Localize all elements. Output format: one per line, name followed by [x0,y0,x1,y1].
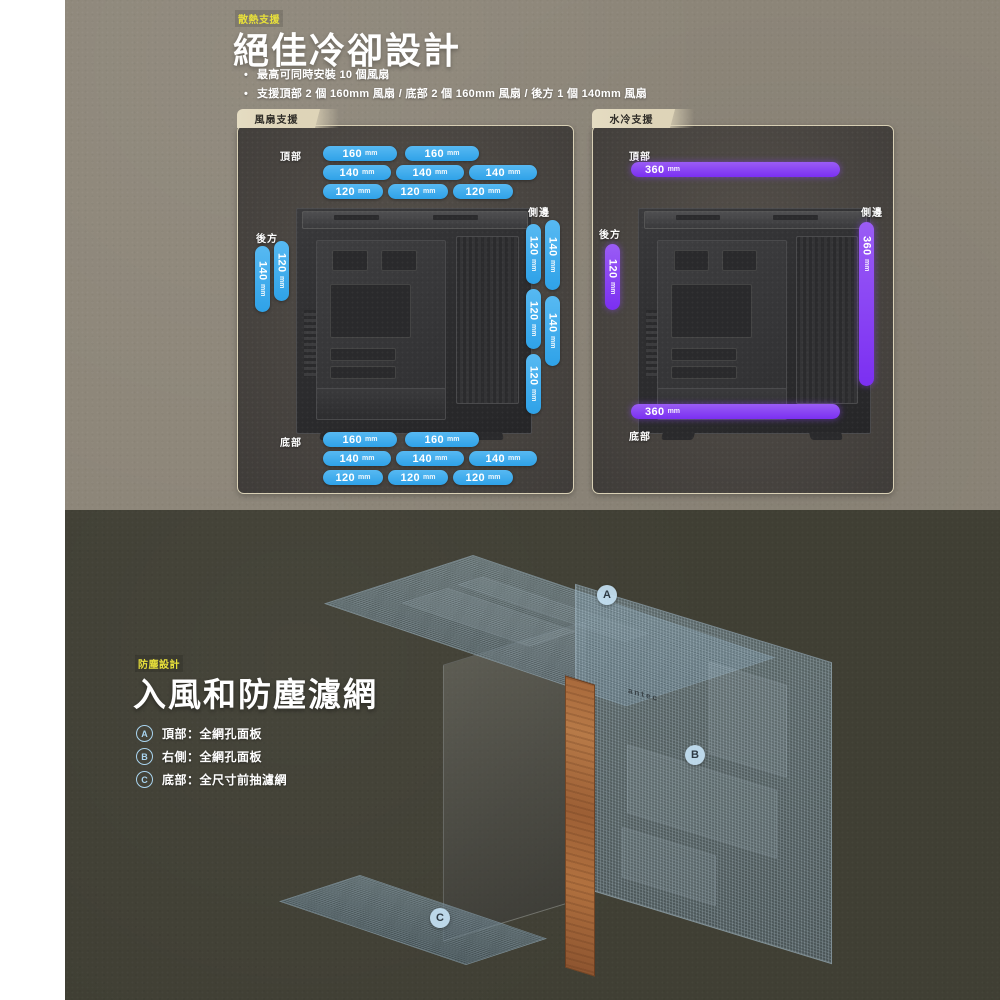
legend-mark-c: C [136,771,153,788]
case-side-chamber [456,235,520,404]
case-motherboard-tray [657,240,787,395]
liquid-label-top: 頂部 [629,152,651,163]
legend-text-c: 底部：全尺寸前抽濾網 [162,773,288,787]
fan-label-bottom: 底部 [280,438,302,449]
case-foot-right [808,432,844,440]
case-top-bar [301,211,529,229]
case-wood-front-panel [565,675,595,977]
case-mark-b: B [685,745,705,765]
dust-title: 入風和防塵濾網 [133,676,378,713]
cooling-bullet: 最高可同時安裝 10 個風扇 [244,66,647,85]
case-psu-shroud [315,388,447,420]
dust-legend-item: B 右側：全網孔面板 [136,745,287,768]
liquid-label-rear: 後方 [599,230,621,241]
legend-text-b: 右側：全網孔面板 [162,750,263,764]
liquid-cooling-tab: 水冷支援 [591,109,694,128]
fan-label-side: 側邊 [528,208,550,219]
fan-label-top: 頂部 [280,152,302,163]
case-illustration-fan [296,208,532,440]
fan-support-tab: 風扇支援 [236,109,339,128]
legend-text-a: 頂部：全網孔面板 [162,727,263,741]
case-mark-a: A [597,585,617,605]
case-side-chamber [796,235,859,404]
case-illustration-liquid [638,208,871,440]
case-shell [638,208,871,440]
cooling-bullet: 支援頂部 2 個 160mm 風扇 / 底部 2 個 160mm 風扇 / 後方… [244,85,647,104]
cooling-kicker: 散熱支援 [235,10,283,27]
fan-label-rear: 後方 [256,234,278,245]
case-top-bar [643,211,868,229]
dust-legend-item: A 頂部：全網孔面板 [136,722,287,745]
case-foot-left [661,432,696,440]
dust-legend-list: A 頂部：全網孔面板 B 右側：全網孔面板 C 底部：全尺寸前抽濾網 [136,722,287,791]
liquid-cooling-tab-label: 水冷支援 [609,115,654,126]
dust-legend-item: C 底部：全尺寸前抽濾網 [136,768,287,791]
case-motherboard-tray [315,240,447,395]
case-expansion-slots [645,309,658,377]
liquid-label-bottom: 底部 [629,432,651,443]
fan-support-tab-label: 風扇支援 [254,115,299,126]
cooling-section: 散熱支援 絕佳冷卻設計 最高可同時安裝 10 個風扇 支援頂部 2 個 160m… [65,0,1000,510]
cooling-bullet-list: 最高可同時安裝 10 個風扇 支援頂部 2 個 160mm 風扇 / 底部 2 … [243,66,647,104]
cooling-title: 絕佳冷卻設計 [233,30,462,71]
legend-mark-a: A [136,725,153,742]
dust-kicker: 防塵設計 [135,655,183,672]
case-mark-c: C [430,908,450,928]
case-expansion-slots [304,309,316,377]
liquid-label-side: 側邊 [861,208,883,219]
case-3d-render: antec A B C [279,525,855,977]
case-shell [296,208,532,440]
case-side-mesh-panel [575,583,832,965]
legend-mark-b: B [136,748,153,765]
